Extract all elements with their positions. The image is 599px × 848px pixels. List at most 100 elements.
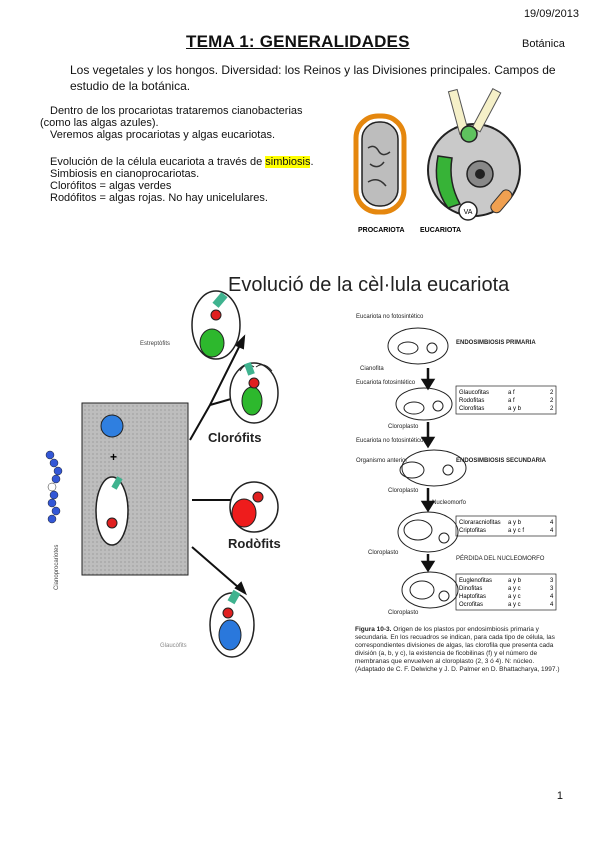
estreptofit-flagellum — [212, 292, 228, 308]
para1-line2: (como las algas azules). — [40, 117, 159, 129]
paragraph-procariotas: Dentro de los procariotas trataremos cia… — [40, 105, 330, 141]
figure-title: Evolució de la cèl·lula eucariota — [228, 274, 510, 296]
rf-table-2: Cloraracniofitas a y b 4 Criptofitas a y… — [455, 515, 557, 537]
para2-line1: Evolución de la célula eucariota a travé… — [50, 156, 314, 168]
page-number: 1 — [556, 790, 563, 802]
rf-table-1: Glaucofitas a f 2 Rodofitas a f 2 Clorof… — [455, 385, 557, 415]
host-nucleus — [106, 517, 118, 529]
para1-line3: Veremos algas procariotas y algas eucari… — [50, 129, 276, 141]
nucleolus — [475, 169, 485, 179]
rf-table-3: Euglenofitas a y b 3 Dinofitas a y c 3 H… — [455, 573, 557, 611]
clorofit-nucleus — [248, 377, 260, 389]
t2-r2-n: 4 — [550, 528, 554, 534]
intro-paragraph: Los vegetales y los hongos. Diversidad: … — [70, 63, 556, 93]
label-glaucofits: Glaucòfits — [160, 643, 187, 649]
t3-r1-name: Euglenofitas — [459, 578, 492, 584]
highlight-simbiosis: simbiosis — [265, 156, 311, 168]
para1-line1: Dentro de los procariotas trataremos cia… — [50, 105, 303, 117]
evolution-figure: + Cianoprocariotes Estreptòfits — [45, 290, 279, 658]
rf-cianofita: Cianofita — [360, 366, 384, 372]
t2-r1-name: Cloraracniofitas — [459, 520, 501, 526]
clorofit-chloroplast — [241, 386, 263, 416]
label-eucariota: EUCARIOTA — [420, 227, 461, 234]
t2-r1-cols: a y b — [508, 520, 522, 526]
chloroplast-shape — [435, 155, 462, 209]
t1-r3-n: 2 — [550, 406, 554, 412]
prokaryote-wall — [353, 113, 407, 215]
para2-line2: Simbiosis en cianoprocariotas. — [50, 168, 200, 180]
box-texture — [82, 403, 188, 575]
para2-line3: Clorófitos = algas verdes — [50, 180, 172, 192]
rf-endo-secundaria: ENDOSIMBIOSIS SECUNDARIA — [456, 458, 547, 464]
label-clorofits: Clorófits — [208, 430, 262, 445]
t2-r2-name: Criptofitas — [459, 528, 486, 534]
vacuole — [458, 201, 478, 221]
rf-cloroplasto-4: Cloroplasto — [388, 610, 419, 616]
t3-r2-cols: a y c — [508, 586, 521, 592]
rf-eucariota-fot: Eucariota fotosintético — [356, 380, 416, 386]
rf-cells — [387, 327, 467, 609]
rf-eucariota-no-fot-2: Eucariota no fotosintético — [356, 438, 424, 444]
t1-r2-n: 2 — [550, 398, 554, 404]
host-cell — [95, 476, 129, 546]
vacuole-label: VA — [464, 209, 473, 216]
t3-r2-name: Dinofitas — [459, 586, 482, 592]
rf-arrows — [420, 368, 436, 573]
t3-r4-cols: a y c — [508, 602, 521, 608]
figure-caption: Figura 10-3. Origen de los plastos por e… — [355, 626, 563, 674]
endosymbiosis-figure: Eucariota no fotosintético Cianofita END… — [356, 314, 557, 616]
t3-r4-n: 4 — [550, 602, 554, 608]
para2-line1-text: Evolución de la célula eucariota a travé… — [50, 156, 266, 168]
date: 19/09/2013 — [523, 8, 579, 20]
label-rodofits: Rodòfits — [228, 536, 281, 551]
t3-r2-n: 3 — [550, 586, 554, 592]
mitochondrion — [490, 189, 513, 214]
glaucofit-flagellum — [227, 589, 241, 605]
prokaryote-dna — [367, 145, 391, 187]
subject-label: Botánica — [522, 38, 565, 50]
caption-text: Origen de los plastos por endosimbiosis … — [355, 626, 560, 673]
cell-comparison-figure: VA PROCARIOTA EUCARIOTA — [353, 88, 521, 234]
t3-r3-name: Haptofitas — [459, 594, 486, 600]
cyanobacterium-blue — [100, 414, 124, 438]
t3-r3-cols: a y c — [508, 594, 521, 600]
t3-r3-n: 4 — [550, 594, 554, 600]
estreptofit-nucleus — [210, 309, 222, 321]
t3-r1-cols: a y b — [508, 578, 522, 584]
rf-cloroplasto-3: Cloroplasto — [368, 550, 399, 556]
t2-r1-n: 4 — [550, 520, 554, 526]
rf-cloroplasto-1: Cloroplasto — [388, 424, 419, 430]
t1-r1-n: 2 — [550, 390, 554, 396]
t1-r1-cols: a f — [508, 390, 515, 396]
rf-cloroplasto-2: Cloroplasto — [388, 488, 419, 494]
rf-endo-primaria: ENDOSIMBIOSIS PRIMARIA — [456, 340, 536, 346]
t3-r4-name: Ocrofitas — [459, 602, 483, 608]
t3-r1-n: 3 — [550, 578, 554, 584]
paragraph-evolucion: Evolución de la célula eucariota a travé… — [50, 156, 314, 204]
rf-organismo-anterior: Organismo anterior — [356, 458, 407, 464]
label-cianoprocariotes: Cianoprocariotes — [54, 545, 60, 590]
rf-perdida: PÉRDIDA DEL NUCLEOMORFO — [456, 555, 545, 562]
rf-nucleomorfo: Nucleomorfo — [432, 500, 467, 506]
host-flagellum — [111, 476, 123, 490]
glaucofit-nucleus — [222, 607, 234, 619]
prokaryote-cell — [361, 121, 399, 207]
glaucofit-chloroplast — [218, 619, 242, 651]
label-estreptofits: Estreptòfits — [140, 341, 170, 347]
caption-label: Figura 10-3. — [355, 626, 392, 633]
t1-r2-cols: a f — [508, 398, 515, 404]
t1-r3-name: Clorofitas — [459, 406, 484, 412]
para2-line4: Rodófitos = algas rojas. No hay unicelul… — [50, 192, 268, 204]
rodofit-nucleus — [252, 491, 264, 503]
t1-r1-name: Glaucofitas — [459, 390, 489, 396]
rf-eucariota-no-fot: Eucariota no fotosintético — [356, 314, 424, 320]
para2-line1-end: . — [310, 156, 314, 168]
plus-sign: + — [110, 450, 117, 464]
rodofit-chloroplast — [231, 498, 257, 528]
t2-r2-cols: a y c f — [508, 528, 524, 534]
t1-r2-name: Rodofitas — [459, 398, 484, 404]
estreptofit-chloroplast — [199, 328, 225, 358]
cyanobacteria-chain — [45, 450, 63, 524]
label-procariota: PROCARIOTA — [358, 227, 405, 234]
t1-r3-cols: a y b — [508, 406, 522, 412]
